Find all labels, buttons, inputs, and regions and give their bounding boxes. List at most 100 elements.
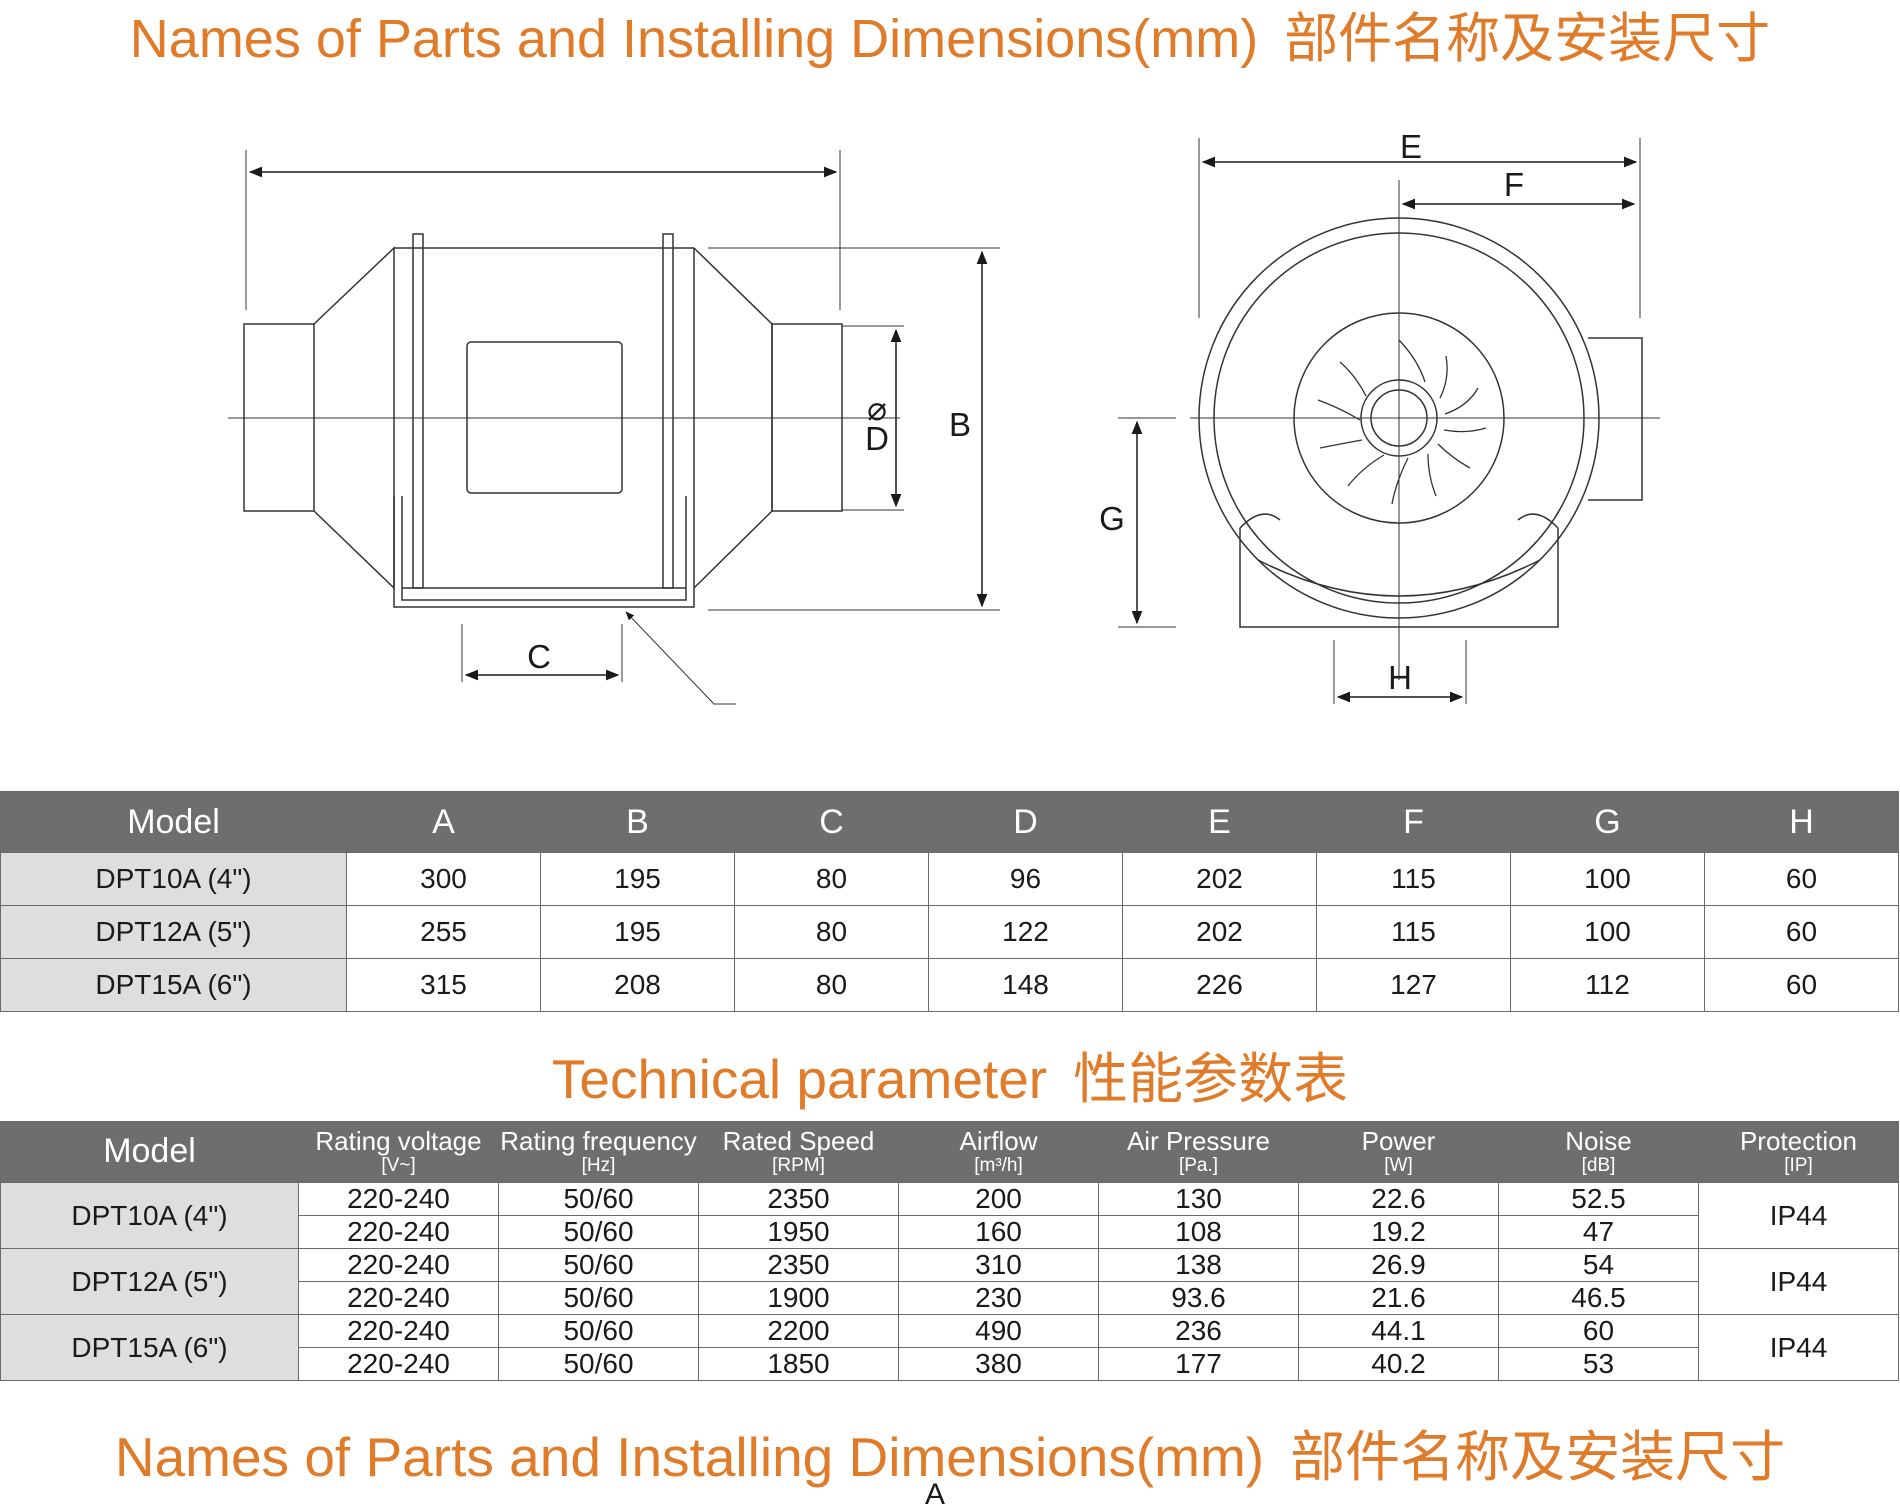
table-row: DPT15A (6") 220-240 50/60 2200 490 236 4… (0, 1314, 1899, 1381)
table-cell: 21.6 (1298, 1281, 1499, 1315)
model-cell: DPT15A (6") (0, 1314, 299, 1381)
label-f: F (1504, 166, 1524, 203)
table-cell: 315 (346, 958, 541, 1012)
title-english: Names of Parts and Installing Dimensions… (129, 9, 1259, 69)
table-cell: 230 (898, 1281, 1099, 1315)
table-cell: 200 (898, 1182, 1099, 1216)
table-cell: 2200 (698, 1314, 899, 1348)
table-cell: 80 (734, 852, 929, 906)
table-cell: 112 (1510, 958, 1705, 1012)
dimension-a-label: A (924, 1478, 945, 1511)
table-cell: 50/60 (498, 1347, 699, 1381)
table-cell: 1900 (698, 1281, 899, 1315)
table-cell: 195 (540, 905, 735, 959)
table-cell: 202 (1122, 905, 1317, 959)
protection-cell: IP44 (1698, 1182, 1899, 1249)
table-cell: 46.5 (1498, 1281, 1699, 1315)
table-row: 220-240 50/60 1950 160 108 19.2 47 (1, 1215, 1899, 1249)
header-cell: G (1510, 791, 1705, 853)
table-cell: 208 (540, 958, 735, 1012)
table-cell: 490 (898, 1314, 1099, 1348)
model-cell: DPT15A (6") (0, 958, 347, 1012)
bottom-title-chinese: 部件名称及安装尺寸 (1290, 1426, 1786, 1488)
bottom-title-english: Names of Parts and Installing Dimensions… (114, 1426, 1265, 1488)
table-cell: 47 (1498, 1215, 1699, 1249)
header-cell: D (928, 791, 1123, 853)
model-cell: DPT10A (4") (0, 852, 347, 906)
header-cell: Airflow[m³/h] (898, 1121, 1099, 1183)
table-cell: 52.5 (1498, 1182, 1699, 1216)
tech-title-english: Technical parameter (551, 1048, 1048, 1110)
table-cell: 2350 (698, 1182, 899, 1216)
table-cell: 122 (928, 905, 1123, 959)
table-cell: 100 (1510, 852, 1705, 906)
table-cell: 255 (346, 905, 541, 959)
table-cell: 1950 (698, 1215, 899, 1249)
header-cell-model: Model (0, 1121, 299, 1183)
table-cell: 44.1 (1298, 1314, 1499, 1348)
table-cell: 50/60 (498, 1182, 699, 1216)
table-row: DPT10A (4") 220-240 50/60 2350 200 130 2… (0, 1182, 1899, 1249)
table-cell: 19.2 (1298, 1215, 1499, 1249)
table-cell: 40.2 (1298, 1347, 1499, 1381)
header-cell: E (1122, 791, 1317, 853)
header-cell: Rating voltage[V~] (298, 1121, 499, 1183)
header-cell: Air Pressure[Pa.] (1098, 1121, 1299, 1183)
table-cell: 160 (898, 1215, 1099, 1249)
title-chinese: 部件名称及安装尺寸 (1284, 9, 1771, 69)
table-cell: 220-240 (298, 1347, 499, 1381)
protection-cell: IP44 (1698, 1248, 1899, 1315)
header-cell: Rating frequency[Hz] (498, 1121, 699, 1183)
table-cell: 60 (1704, 852, 1899, 906)
header-cell: Protection[IP] (1698, 1121, 1899, 1183)
table-cell: 60 (1704, 905, 1899, 959)
table-cell: 93.6 (1098, 1281, 1299, 1315)
header-cell: Rated Speed[RPM] (698, 1121, 899, 1183)
header-cell: H (1704, 791, 1899, 853)
header-cell: C (734, 791, 929, 853)
label-d: D (865, 420, 889, 457)
table-cell: 220-240 (298, 1215, 499, 1249)
technical-header-row: Model Rating voltage[V~] Rating frequenc… (0, 1121, 1899, 1183)
table-cell: 236 (1098, 1314, 1299, 1348)
table-cell: 226 (1122, 958, 1317, 1012)
bottom-title: Names of Parts and Installing Dimensions… (0, 1412, 1900, 1492)
table-cell: 80 (734, 905, 929, 959)
label-diameter-symbol: ⌀ (867, 390, 887, 427)
table-cell: 220-240 (298, 1314, 499, 1348)
table-cell: 300 (346, 852, 541, 906)
table-cell: 60 (1498, 1314, 1699, 1348)
table-cell: 22.6 (1298, 1182, 1499, 1216)
table-cell: 380 (898, 1347, 1099, 1381)
table-cell: 50/60 (498, 1248, 699, 1282)
table-row: DPT12A (5") 220-240 50/60 2350 310 138 2… (0, 1248, 1899, 1315)
table-cell: 50/60 (498, 1314, 699, 1348)
table-cell: 310 (898, 1248, 1099, 1282)
table-cell: 130 (1098, 1182, 1299, 1216)
label-h: H (1388, 659, 1412, 696)
header-cell: F (1316, 791, 1511, 853)
table-cell: 195 (540, 852, 735, 906)
table-row: DPT12A (5") 255 195 80 122 202 115 100 6… (0, 905, 1899, 959)
table-row: 220-240 50/60 1850 380 177 40.2 53 (1, 1347, 1899, 1381)
table-cell: 100 (1510, 905, 1705, 959)
table-cell: 2350 (698, 1248, 899, 1282)
table-cell: 220-240 (298, 1182, 499, 1216)
table-cell: 50/60 (498, 1215, 699, 1249)
table-row: DPT10A (4") 300 195 80 96 202 115 100 60 (0, 852, 1899, 906)
table-row: DPT15A (6") 315 208 80 148 226 127 112 6… (0, 958, 1899, 1012)
fan-front-view (1118, 138, 1660, 704)
label-e: E (1400, 128, 1422, 165)
table-cell: 177 (1098, 1347, 1299, 1381)
header-cell: B (540, 791, 735, 853)
technical-table: Model Rating voltage[V~] Rating frequenc… (0, 1121, 1899, 1381)
header-cell: Power[W] (1298, 1121, 1499, 1183)
model-cell: DPT12A (5") (0, 905, 347, 959)
table-cell: 220-240 (298, 1281, 499, 1315)
dimensions-header-row: Model A B C D E F G H (0, 791, 1899, 853)
header-cell: Model (0, 791, 347, 853)
table-cell: 127 (1316, 958, 1511, 1012)
label-c: C (527, 638, 551, 675)
table-cell: 60 (1704, 958, 1899, 1012)
